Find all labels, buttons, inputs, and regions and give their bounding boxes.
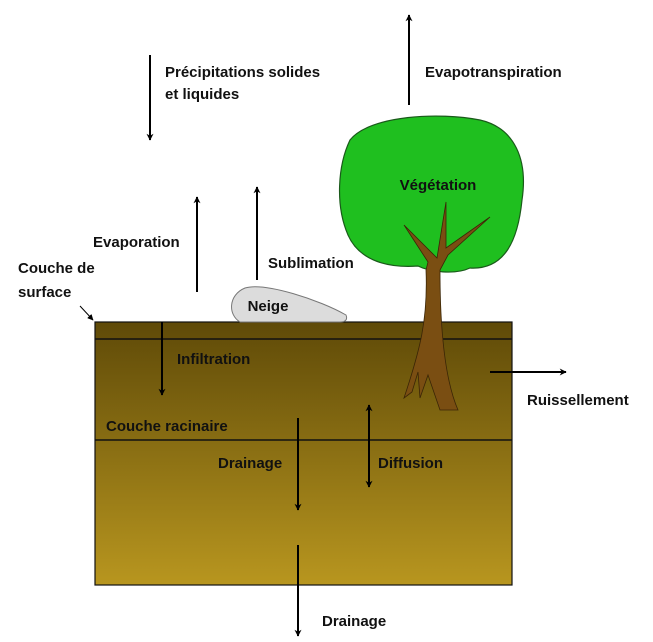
surface-layer-label-line2: surface: [18, 284, 71, 301]
drainage-internal-label: Drainage: [218, 455, 282, 472]
surface-layer-pointer: [79, 305, 94, 321]
vegetation-label: Végétation: [400, 177, 477, 194]
soil-block: [94, 321, 513, 586]
infiltration-label: Infiltration: [177, 351, 250, 368]
precipitation-label-line2: et liquides: [165, 86, 239, 103]
sublimation-label: Sublimation: [268, 255, 354, 272]
tree: [338, 115, 524, 411]
precipitation-label: Précipitations solides: [165, 64, 320, 81]
snow-patch: [231, 286, 348, 323]
diffusion-label: Diffusion: [378, 455, 443, 472]
surface-layer-label: Couche de: [18, 260, 95, 277]
snow-label: Neige: [248, 298, 289, 315]
runoff-label: Ruissellement: [527, 392, 629, 409]
tree-canopy: [338, 115, 524, 273]
evaporation-label: Evaporation: [93, 234, 180, 251]
soil-column: [94, 321, 513, 586]
drainage-bottom-label: Drainage: [322, 613, 386, 630]
root-layer-label: Couche racinaire: [106, 418, 228, 435]
evapotranspiration-label: Evapotranspiration: [425, 64, 562, 81]
tree-trunk: [403, 201, 491, 411]
